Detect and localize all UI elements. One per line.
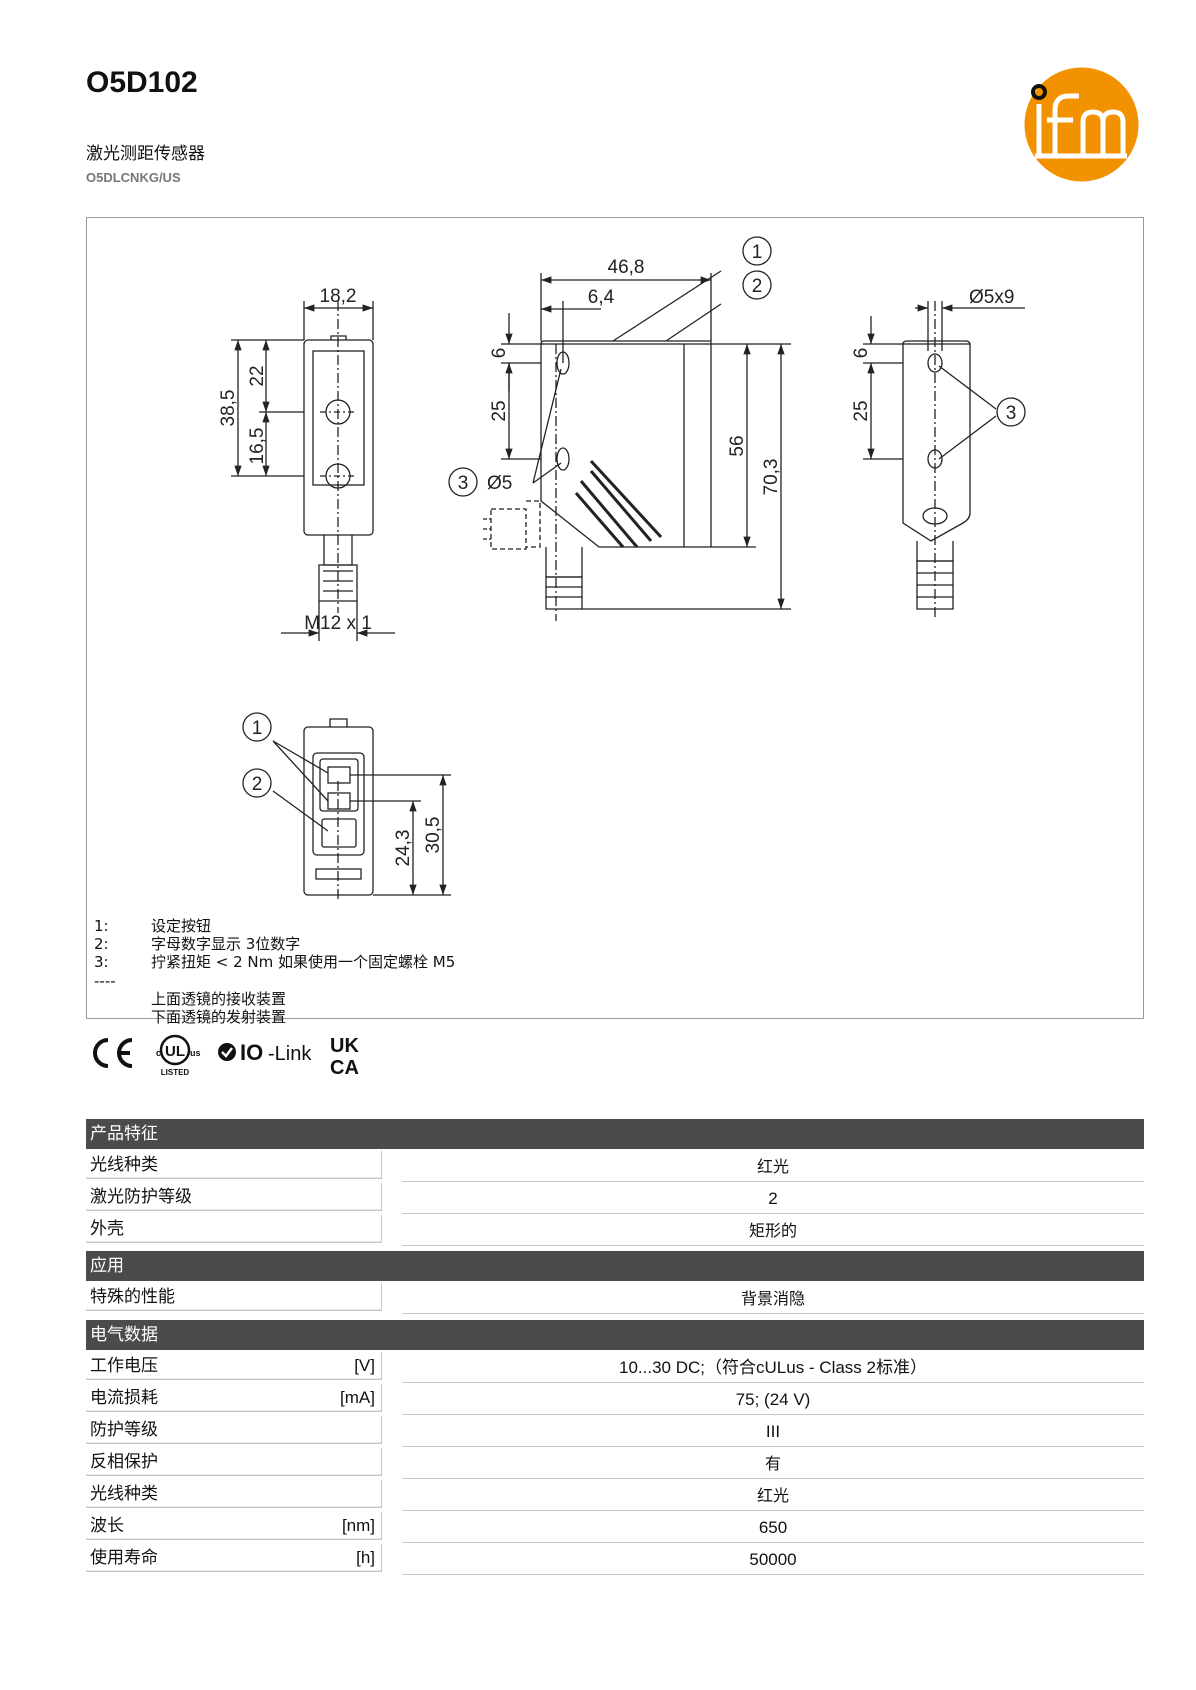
product-subtitle: 激光测距传感器 <box>86 144 205 164</box>
row-value: 背景消隐 <box>402 1285 1144 1314</box>
svg-text:UK: UK <box>330 1035 359 1057</box>
table-row: 激光防护等级 2 <box>86 1183 1144 1215</box>
legend-num: 1: <box>94 917 109 935</box>
callout-3-right: 3 <box>1006 403 1017 424</box>
ifm-logo <box>1024 67 1139 182</box>
row-label: 使用寿命[h] <box>86 1544 382 1572</box>
svg-text:UL: UL <box>165 1043 185 1060</box>
row-label: 电流损耗[mA] <box>86 1384 382 1412</box>
svg-text:CA: CA <box>330 1057 359 1078</box>
row-unit: [V] <box>354 1356 375 1375</box>
table-row: 工作电压[V] 10...30 DC;（符合cULus - Class 2标准） <box>86 1352 1144 1384</box>
dim-width-46-8: 46,8 <box>608 257 645 278</box>
dim-height-6: 6 <box>489 348 510 359</box>
legend-text: 拧紧扭矩 < 2 Nm 如果使用一个固定螺栓 M5 <box>151 953 456 971</box>
table-row: 波长[nm] 650 <box>86 1512 1144 1544</box>
dim-width-18-2: 18,2 <box>320 286 357 307</box>
row-label: 反相保护 <box>86 1448 382 1476</box>
table-row: 光线种类 红光 <box>86 1151 1144 1183</box>
legend-note: 上面透镜的接收装置 <box>151 990 287 1008</box>
legend-num: ---- <box>94 972 116 990</box>
row-label: 外壳 <box>86 1215 382 1243</box>
table-row: 电流损耗[mA] 75; (24 V) <box>86 1384 1144 1416</box>
row-value: 2 <box>402 1185 1144 1214</box>
order-code: O5DLCNKG/US <box>86 170 181 185</box>
row-label: 波长[nm] <box>86 1512 382 1540</box>
row-value: 10...30 DC;（符合cULus - Class 2标准） <box>402 1354 1144 1383</box>
page-title: O5D102 <box>86 66 198 99</box>
svg-text:-Link: -Link <box>268 1043 312 1065</box>
row-value: 650 <box>402 1514 1144 1543</box>
row-value: 红光 <box>402 1482 1144 1511</box>
callout-2-top: 2 <box>252 774 263 795</box>
table-row: 防护等级 III <box>86 1416 1144 1448</box>
dim-slot: Ø5x9 <box>969 287 1014 308</box>
drawing-canvas: 18,2 38,5 22 16,5 M12 x 1 46,8 6,4 6 25 … <box>218 236 1026 901</box>
section-heading-electrical: 电气数据 <box>86 1320 1144 1350</box>
dim-height-38-5: 38,5 <box>218 390 239 427</box>
dimension-drawing: 18,2 38,5 22 16,5 M12 x 1 46,8 6,4 6 25 … <box>86 217 1144 1026</box>
row-label: 光线种类 <box>86 1151 382 1179</box>
row-label: 防护等级 <box>86 1416 382 1444</box>
legend-num: 2: <box>94 935 109 953</box>
legend-num: 3: <box>94 953 109 971</box>
table-row: 外壳 矩形的 <box>86 1215 1144 1247</box>
callout-1-top: 1 <box>252 718 263 739</box>
row-unit: [h] <box>356 1548 375 1567</box>
table-row: 反相保护 有 <box>86 1448 1144 1480</box>
row-value: 红光 <box>402 1153 1144 1182</box>
dim-height-56: 56 <box>727 435 748 456</box>
dim-height-25-right: 25 <box>851 400 872 421</box>
callout-1: 1 <box>752 242 763 263</box>
row-unit: [nm] <box>341 1516 375 1535</box>
dim-height-25: 25 <box>489 400 510 421</box>
table-row: 特殊的性能 背景消隐 <box>86 1283 1144 1315</box>
legend-text: 设定按钮 <box>151 917 212 935</box>
ce-mark-icon <box>93 1038 133 1068</box>
ukca-mark-icon: UK CA <box>330 1035 359 1078</box>
legend-note: 下面透镜的发射装置 <box>151 1008 287 1026</box>
row-value: III <box>402 1418 1144 1447</box>
dim-offset-6-4: 6,4 <box>588 287 615 308</box>
io-link-icon: IO -Link <box>218 1040 312 1065</box>
dim-height-6-right: 6 <box>851 348 872 359</box>
dim-height-16-5: 16,5 <box>247 428 268 465</box>
legend-text: 字母数字显示 3位数字 <box>151 935 301 953</box>
dim-thread: M12 x 1 <box>304 613 372 634</box>
row-value: 75; (24 V) <box>402 1386 1144 1415</box>
row-label: 光线种类 <box>86 1480 382 1508</box>
table-row: 光线种类 红光 <box>86 1480 1144 1512</box>
dim-height-30-5: 30,5 <box>423 817 444 854</box>
svg-text:IO: IO <box>240 1040 263 1065</box>
row-label: 激光防护等级 <box>86 1183 382 1211</box>
dim-height-22: 22 <box>247 365 268 386</box>
row-value: 有 <box>402 1450 1144 1479</box>
dim-height-24-3: 24,3 <box>393 830 414 867</box>
section-heading-product: 产品特征 <box>86 1119 1144 1149</box>
row-value: 矩形的 <box>402 1217 1144 1246</box>
svg-text:c: c <box>156 1048 161 1058</box>
row-label: 工作电压[V] <box>86 1352 382 1380</box>
certification-logos: UL c us LISTED IO -Link UK CA <box>93 1034 359 1078</box>
dim-height-70-3: 70,3 <box>761 459 782 496</box>
callout-2: 2 <box>752 276 763 297</box>
row-value: 50000 <box>402 1546 1144 1575</box>
row-unit: [mA] <box>340 1388 375 1407</box>
svg-text:us: us <box>190 1048 201 1058</box>
row-label: 特殊的性能 <box>86 1283 382 1311</box>
svg-text:LISTED: LISTED <box>161 1068 190 1077</box>
section-heading-application: 应用 <box>86 1251 1144 1281</box>
table-row: 使用寿命[h] 50000 <box>86 1544 1144 1576</box>
culus-listed-icon: UL c us LISTED <box>156 1034 201 1077</box>
dim-hole: Ø5 <box>487 473 512 494</box>
callout-3: 3 <box>458 473 469 494</box>
